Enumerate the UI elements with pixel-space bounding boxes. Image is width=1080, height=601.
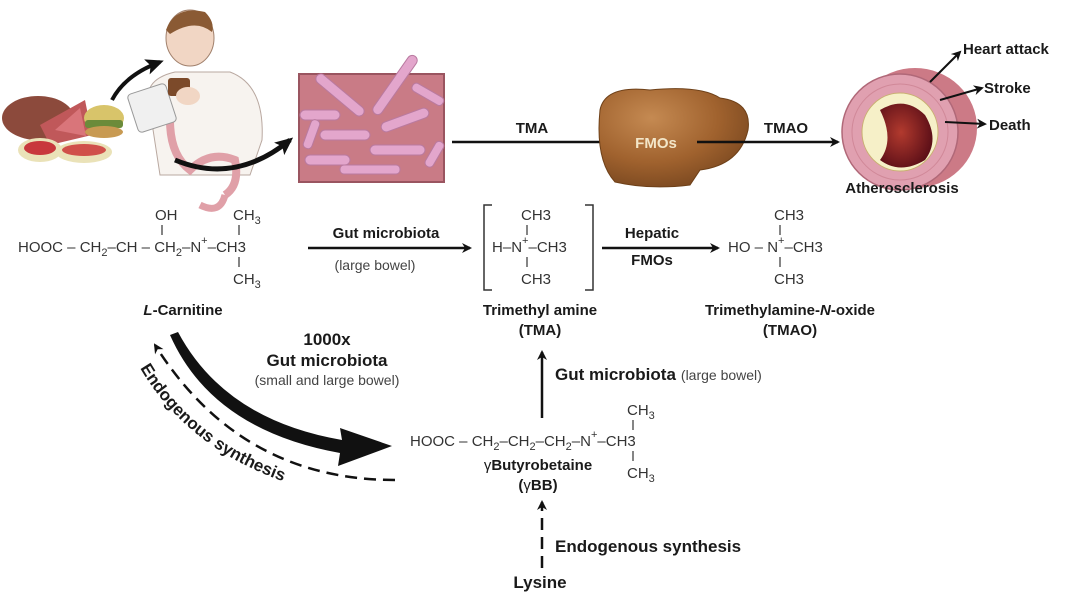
carnitine-to-gbb-sublabel: (small and large bowel) [255, 372, 400, 388]
svg-text:H–N+–CH3: H–N+–CH3 [492, 235, 567, 256]
lysine-label: Lysine [513, 573, 566, 592]
l-carnitine-name: L-Carnitine [143, 302, 222, 319]
tmao-abbrev: (TMAO) [763, 322, 817, 339]
svg-text:CH3: CH3 [774, 271, 804, 288]
gut-bacteria-illustration [298, 54, 445, 183]
heart-attack-arrow [929, 50, 962, 83]
consequence-heart-attack: Heart attack [963, 41, 1050, 58]
step1-label: Gut microbiota [333, 225, 440, 242]
svg-text:CH3: CH3 [627, 465, 655, 485]
factor-label: 1000x [303, 330, 351, 349]
tma-structure: CH3 H–N+–CH3 CH3 [483, 204, 594, 291]
food-to-person-arrow [110, 59, 164, 101]
gbb-name: γButyrobetaine [484, 457, 592, 474]
atherosclerosis-label: Atherosclerosis [845, 180, 958, 197]
l-carnitine-structure: OH HOOC – CH2–CH – CH2–N+–CH3 CH3 CH3 [18, 207, 261, 291]
svg-text:CH3: CH3 [521, 207, 551, 224]
endogenous-synthesis-dashed-arrow [153, 343, 396, 482]
svg-text:HOOC – CH2–CH2–CH2–N+–CH3: HOOC – CH2–CH2–CH2–N+–CH3 [410, 429, 636, 453]
svg-text:HOOC – CH2–CH – CH2–N+–CH3: HOOC – CH2–CH – CH2–N+–CH3 [18, 235, 246, 259]
svg-text:HO – N+–CH3: HO – N+–CH3 [728, 235, 823, 256]
tmao-structure: CH3 HO – N+–CH3 CH3 [728, 207, 823, 288]
tma-label: TMA [516, 120, 549, 137]
svg-text:CH3: CH3 [774, 207, 804, 224]
liver-illustration [598, 88, 749, 188]
gamma-butyrobetaine-structure: CH3 HOOC – CH2–CH2–CH2–N+–CH3 CH3 [410, 402, 655, 485]
svg-text:OH: OH [155, 207, 178, 224]
tma-name: Trimethyl amine [483, 302, 597, 319]
tma-abbrev: (TMA) [519, 322, 561, 339]
gbb-abbrev: (γBB) [518, 477, 557, 494]
tmao-name: Trimethylamine-N-oxide [705, 302, 875, 319]
consequence-stroke: Stroke [984, 80, 1031, 97]
endogenous-synthesis-label: Endogenous synthesis [555, 537, 741, 556]
atherosclerotic-artery-illustration [841, 68, 977, 191]
svg-text:CH3: CH3 [233, 207, 261, 227]
svg-text:CH3: CH3 [233, 271, 261, 291]
gbb-to-tma-label: Gut microbiota(large bowel) [555, 365, 762, 384]
carnitine-to-gbb-big-arrow [170, 332, 392, 466]
food-illustration [2, 96, 124, 163]
step1-sublabel: (large bowel) [335, 257, 416, 273]
consequence-death: Death [989, 117, 1031, 134]
death-arrow [944, 118, 987, 129]
svg-text:CH3: CH3 [627, 402, 655, 422]
fmos-liver-label: FMOs [635, 135, 677, 152]
step2-label-line1: Hepatic [625, 225, 679, 242]
person-illustration [127, 9, 263, 212]
step2-label-line2: FMOs [631, 252, 673, 269]
carnitine-to-gbb-label: Gut microbiota [267, 351, 388, 370]
stroke-arrow [939, 85, 984, 101]
svg-text:CH3: CH3 [521, 271, 551, 288]
person-to-bacteria-arrow [174, 137, 294, 172]
tmao-label: TMAO [764, 120, 808, 137]
